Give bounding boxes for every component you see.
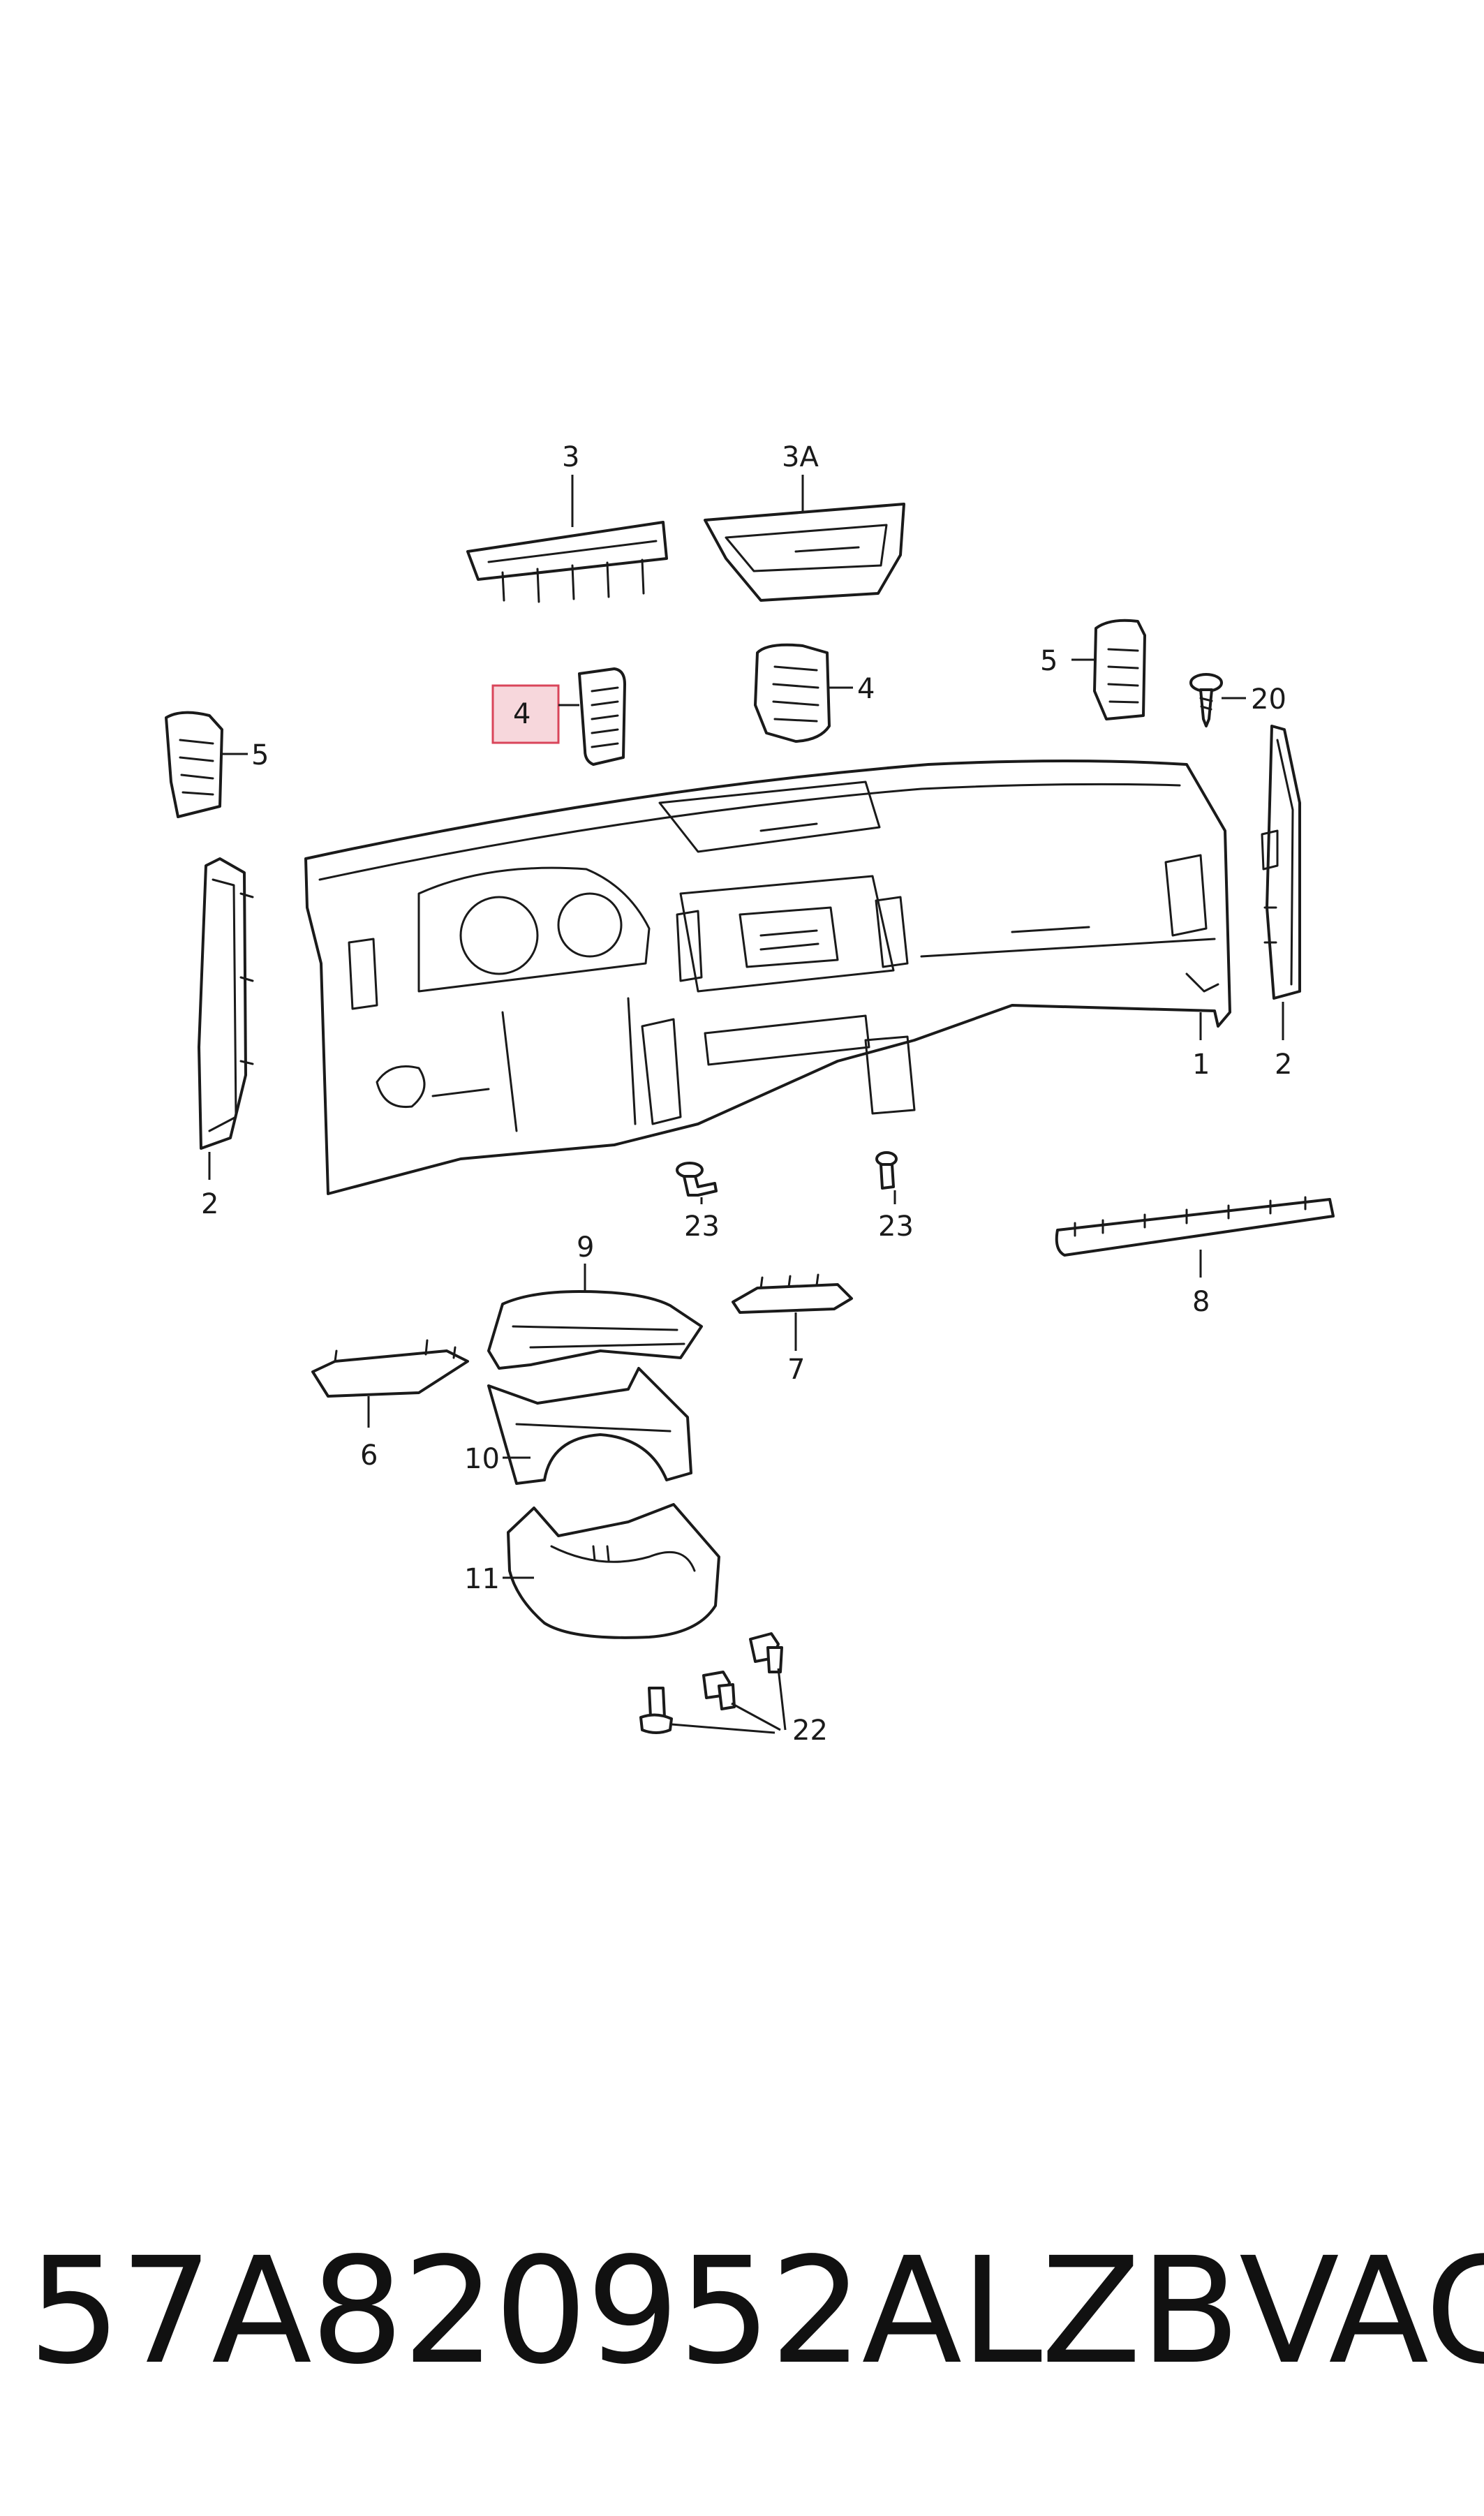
label-7: 7 [787,1354,805,1386]
part-10-upper-shroud [487,1367,692,1485]
part-3-trim-strip [466,521,668,603]
brand: VAG [1239,2225,1484,2397]
label-11: 11 [464,1563,500,1595]
label-1: 1 [1192,1049,1210,1081]
label-20: 20 [1251,683,1286,716]
highlight-box-4[interactable] [491,684,560,744]
label-23-right: 23 [878,1211,914,1243]
footer: 57A820952ALZB VAG [28,2220,1484,2402]
part-23-left-bolt [676,1162,718,1197]
label-23-left: 23 [684,1211,720,1243]
part-number: 57A820952ALZB [28,2225,1240,2397]
part-5-right-air-vent [1093,619,1146,720]
part-4-right-air-vent [754,643,831,743]
label-2-right: 2 [1275,1049,1292,1081]
leader-22-a [777,1668,787,1731]
part-5-left-air-vent [165,711,223,818]
part-9-cover [487,1290,703,1370]
label-4-highlighted[interactable]: 4 [513,698,530,730]
part-3a-display-surround [704,503,905,602]
part-2-left-side-panel [198,857,254,1150]
label-2-left: 2 [201,1188,218,1220]
label-10: 10 [464,1443,500,1475]
part-2-right-side-panel [1261,725,1301,1000]
part-1-dashboard [304,760,1231,1195]
part-4-left-air-vent [578,667,626,766]
part-6-trim-bar [311,1339,469,1398]
label-22: 22 [792,1715,828,1747]
part-20-screw [1189,673,1223,727]
label-5-right: 5 [1040,645,1058,677]
label-4-right: 4 [857,673,875,705]
label-8: 8 [1192,1286,1210,1318]
part-22-bolts [639,1632,783,1734]
part-8-long-trim [1055,1196,1335,1257]
part-7-small-trim [732,1273,853,1314]
part-11-lower-shroud [507,1503,720,1639]
leader-22-c [671,1723,776,1734]
label-6: 6 [360,1440,378,1472]
part-23-right-bolt [875,1151,898,1190]
label-5-left: 5 [251,739,269,771]
label-9: 9 [577,1231,594,1264]
label-3a: 3A [782,441,819,473]
leader-22-b [731,1702,781,1731]
label-3: 3 [562,441,579,473]
